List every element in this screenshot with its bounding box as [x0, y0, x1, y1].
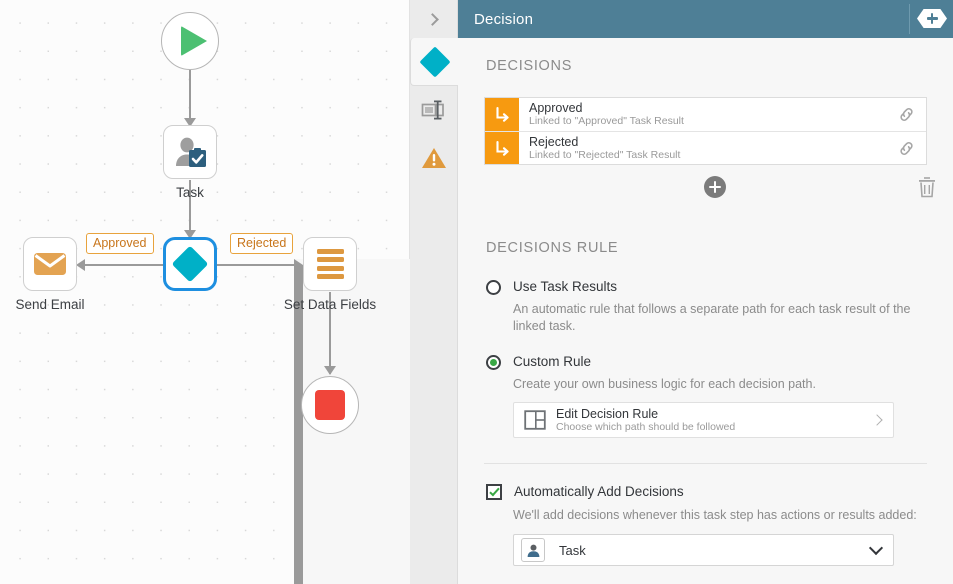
set-data-fields-node-shape[interactable]: [303, 237, 357, 291]
decisions-section-title: DECISIONS: [486, 58, 573, 74]
layout-panel-icon: [524, 410, 546, 430]
tab-fields[interactable]: [410, 86, 458, 134]
arrowhead-decision: [184, 230, 196, 239]
radio-custom-rule[interactable]: Custom Rule: [486, 354, 926, 370]
panel-topbar: Decision: [410, 0, 953, 38]
radio-icon[interactable]: [486, 355, 501, 370]
chain-link-icon: [899, 141, 913, 155]
decision-row-approved[interactable]: Approved Linked to "Approved" Task Resul…: [485, 98, 926, 131]
decision-link-button[interactable]: [886, 98, 926, 131]
send-email-node-shape[interactable]: [23, 237, 77, 291]
decisions-list: Approved Linked to "Approved" Task Resul…: [484, 97, 927, 165]
decision-row-rejected[interactable]: Rejected Linked to "Rejected" Task Resul…: [485, 131, 926, 164]
collapse-panel-button[interactable]: [410, 0, 458, 38]
decision-title: Approved: [529, 101, 583, 115]
edge-start-to-task: [189, 70, 191, 126]
text-field-icon: [421, 100, 444, 120]
auto-add-decisions-row[interactable]: Automatically Add Decisions: [486, 484, 926, 500]
auto-add-decisions-description: We'll add decisions whenever this task s…: [513, 508, 917, 522]
trash-icon: [919, 177, 935, 198]
tab-decisions[interactable]: [410, 38, 459, 86]
decision-row-text: Rejected Linked to "Rejected" Task Resul…: [519, 132, 886, 164]
panel-titlebar: Decision: [458, 0, 953, 38]
edge-setdata-to-end: [329, 292, 331, 374]
radio-description-custom-rule: Create your own business logic for each …: [513, 377, 816, 391]
edit-rule-chevron: [863, 414, 893, 426]
decision-node-shape[interactable]: [163, 237, 217, 291]
section-divider: [484, 463, 927, 464]
edge-task-to-decision: [189, 180, 191, 238]
task-select-chevron: [859, 540, 893, 555]
arrowhead-end: [324, 366, 336, 375]
radio-label: Custom Rule: [513, 354, 592, 369]
edit-rule-text: Edit Decision Rule Choose which path sho…: [556, 407, 863, 434]
add-step-button[interactable]: [917, 9, 947, 28]
avatar-icon: [527, 544, 539, 557]
tab-warnings[interactable]: [410, 134, 458, 182]
diamond-icon: [171, 245, 209, 283]
rule-section-title: DECISIONS RULE: [486, 240, 619, 256]
task-node-shape[interactable]: [163, 125, 217, 179]
play-icon: [180, 26, 207, 56]
edit-rule-subtitle: Choose which path should be followed: [556, 420, 736, 433]
decision-title: Rejected: [529, 134, 579, 149]
node-start[interactable]: [161, 12, 219, 70]
radio-icon[interactable]: [486, 280, 501, 295]
check-icon: [488, 485, 500, 497]
node-task[interactable]: Task: [163, 125, 217, 200]
warning-triangle-icon: [422, 148, 446, 168]
arrowhead-task: [184, 118, 196, 127]
titlebar-divider: [909, 4, 910, 34]
chevron-down-icon: [868, 540, 884, 555]
arrowhead-send-email: [76, 259, 85, 271]
decision-row-icon: [485, 132, 519, 164]
node-label-send-email: Send Email: [15, 297, 85, 312]
radio-use-task-results[interactable]: Use Task Results: [486, 279, 926, 295]
node-label-set-data-fields: Set Data Fields: [283, 297, 377, 312]
properties-panel: Decision: [410, 0, 953, 584]
envelope-icon: [34, 253, 66, 275]
page-title: Decision: [474, 10, 534, 28]
edge-decision-to-email: [78, 264, 164, 266]
node-decision[interactable]: [163, 237, 217, 291]
decision-row-icon: [485, 98, 519, 131]
edit-rule-title: Edit Decision Rule: [556, 406, 659, 421]
arrow-turn-icon: [495, 106, 509, 122]
task-select[interactable]: Task: [513, 534, 894, 566]
auto-add-decisions-label: Automatically Add Decisions: [514, 484, 684, 499]
chain-link-icon: [899, 108, 913, 121]
start-node-shape[interactable]: [161, 12, 219, 70]
node-label-task: Task: [176, 185, 204, 200]
node-end[interactable]: [301, 376, 359, 434]
stop-icon: [315, 390, 345, 420]
edit-rule-icon-wrap: [514, 410, 556, 430]
workflow-canvas[interactable]: Task Send Email Set: [0, 0, 837, 584]
end-node-shape[interactable]: [301, 376, 359, 434]
edge-label-approved: Approved: [86, 233, 154, 254]
add-decision-button[interactable]: [704, 176, 726, 198]
data-bars-icon: [316, 248, 344, 280]
chevron-right-icon: [425, 12, 439, 26]
edge-label-rejected: Rejected: [230, 233, 294, 254]
arrow-turn-icon: [495, 140, 509, 156]
diamond-icon: [419, 45, 451, 78]
auto-add-decisions-checkbox[interactable]: [486, 484, 502, 500]
delete-decision-button[interactable]: [917, 176, 937, 203]
radio-label: Use Task Results: [513, 279, 618, 294]
node-send-email[interactable]: Send Email: [15, 237, 85, 312]
decision-subtitle: Linked to "Approved" Task Result: [529, 115, 684, 127]
edge-decision-to-setdata: [216, 264, 302, 266]
user-task-icon: [176, 137, 206, 167]
chevron-right-icon: [870, 414, 883, 426]
panel-tabstrip: [410, 38, 459, 584]
decision-link-button[interactable]: [886, 132, 926, 164]
edit-decision-rule-button[interactable]: Edit Decision Rule Choose which path sho…: [513, 402, 894, 438]
decision-subtitle: Linked to "Rejected" Task Result: [529, 148, 681, 161]
task-select-value: Task: [559, 542, 586, 558]
decision-row-text: Approved Linked to "Approved" Task Resul…: [519, 98, 886, 131]
panel-content: DECISIONS Approved Linked to "Approved" …: [458, 38, 953, 584]
avatar-icon-wrap: [521, 538, 545, 562]
radio-description-use-task-results: An automatic rule that follows a separat…: [513, 302, 911, 333]
node-set-data-fields[interactable]: Set Data Fields: [284, 237, 376, 312]
